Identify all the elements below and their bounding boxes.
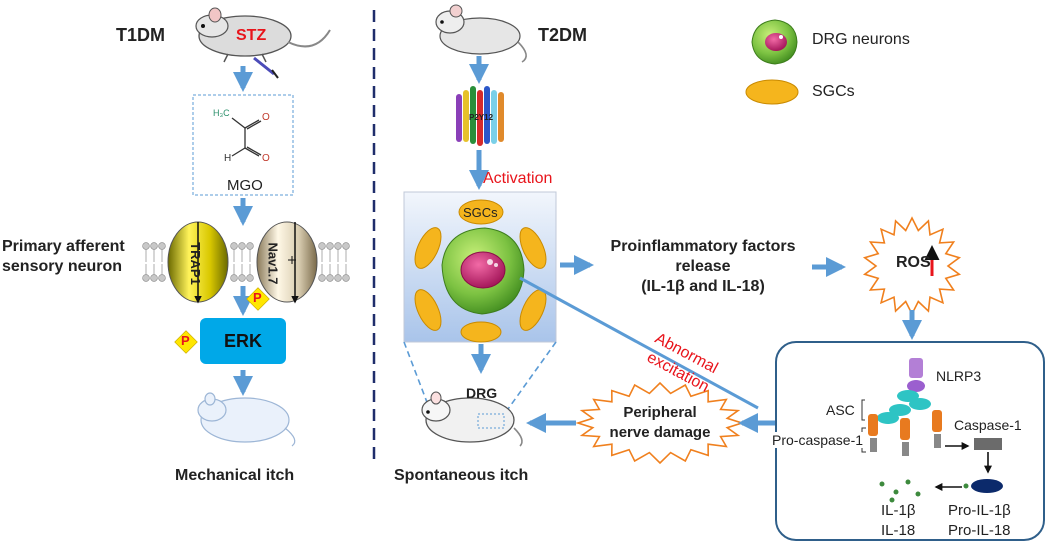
legend-drg-neurons-label: DRG neurons	[812, 31, 910, 48]
sgc-cells	[414, 227, 547, 343]
legend-sgc-icon	[745, 79, 799, 105]
mgo-box	[192, 94, 294, 196]
release-line1: Proinflammatory factors	[610, 238, 796, 255]
lipid-head	[150, 242, 158, 250]
sgc-tag-ellipse	[458, 199, 504, 225]
caspase-1-block	[974, 438, 1002, 450]
spontaneous-itch-label: Spontaneous itch	[394, 467, 529, 484]
sgcs-tag-label: SGCs	[463, 205, 498, 220]
pro-caspase-label: Pro-caspase-1	[772, 432, 864, 448]
phospho-diamond-1	[246, 287, 270, 311]
mgo-atom-o1: O	[262, 112, 270, 123]
legend-sgcs-label: SGCs	[812, 83, 855, 100]
activation-label: Activation	[483, 170, 553, 187]
il1b-label: IL-1β	[881, 502, 916, 519]
mouse-t1dm-icon	[195, 7, 331, 63]
mgo-atom-o2: O	[262, 153, 270, 164]
lipid-head	[142, 242, 150, 250]
erk-label: ERK	[224, 331, 263, 351]
projection-line-left	[403, 341, 434, 419]
nerve-damage-starburst	[575, 381, 745, 465]
neuron-label-line1: Primary afferent	[2, 238, 125, 255]
lipid-head	[246, 242, 254, 250]
nlrp3-complex	[868, 358, 942, 456]
ros-label: ROS	[896, 254, 931, 271]
lipid-head	[318, 274, 326, 282]
pro-il-ellipse	[971, 479, 1003, 493]
drg-label: DRG	[466, 385, 498, 401]
drg-mouse-icon	[421, 391, 523, 447]
phospho-label-2: P	[181, 333, 190, 348]
lipid-head	[326, 242, 334, 250]
asc-bracket	[861, 399, 865, 421]
mgo-atom-h3c: H₃C	[213, 108, 230, 118]
erk-box	[200, 318, 286, 364]
t2dm-title: T2DM	[538, 25, 587, 45]
lipid-head	[230, 274, 238, 282]
nerve-damage-line1: Peripheral	[623, 404, 697, 421]
lipid-head	[142, 274, 150, 282]
lipid-head	[158, 242, 166, 250]
projection-line-right	[502, 341, 557, 417]
mouse-t2dm-icon	[435, 4, 527, 63]
asc-label: ASC	[826, 402, 855, 418]
lipid-head	[238, 242, 246, 250]
nerve-damage-line2: nerve damage	[609, 424, 711, 441]
p2y12-receptor-icon	[456, 86, 504, 146]
nlrp3-label: NLRP3	[936, 368, 982, 384]
nav17-channel	[256, 221, 318, 304]
neuron-label-line2: sensory neuron	[2, 258, 123, 275]
mgo-label: MGO	[227, 177, 263, 194]
green-dot	[963, 483, 969, 489]
lipid-head	[246, 274, 254, 282]
mgo-structure	[231, 117, 262, 157]
p2y12-label: P2Y12	[469, 113, 494, 122]
drg-neuron-cell	[441, 227, 525, 315]
pro-il1b-label: Pro-IL-1β	[948, 502, 1011, 519]
trap1-channel	[167, 221, 229, 304]
il18-label: IL-18	[881, 522, 916, 539]
lipid-head	[318, 242, 326, 250]
excitation-line	[519, 276, 759, 410]
legend-neuron-icon	[751, 19, 798, 65]
pro-il18-label: Pro-IL-18	[948, 522, 1011, 539]
lipid-head	[150, 274, 158, 282]
il-dots	[879, 479, 921, 503]
nav17-label: Nav1.7	[265, 242, 281, 285]
lipid-head	[326, 274, 334, 282]
phospho-label-1: P	[253, 290, 262, 305]
release-line3: (IL-1β and IL-18)	[641, 278, 765, 295]
release-line2: release	[675, 258, 731, 275]
t1dm-title: T1DM	[116, 25, 165, 45]
trap1-label: TRAP1	[187, 242, 203, 285]
scratching-mouse-t1dm-icon	[197, 392, 296, 447]
phospho-diamond-2	[174, 330, 198, 354]
lipid-head	[238, 274, 246, 282]
stz-label: STZ	[236, 27, 267, 44]
syringe-icon	[253, 56, 279, 79]
lipid-head	[342, 242, 350, 250]
caspase-label: Caspase-1	[954, 417, 1022, 433]
mgo-atom-h: H	[224, 153, 232, 164]
lipid-membrane	[142, 242, 350, 282]
lipid-head	[158, 274, 166, 282]
mechanical-itch-label: Mechanical itch	[175, 467, 295, 484]
lipid-head	[334, 242, 342, 250]
lipid-head	[230, 242, 238, 250]
lipid-head	[334, 274, 342, 282]
lipid-head	[342, 274, 350, 282]
